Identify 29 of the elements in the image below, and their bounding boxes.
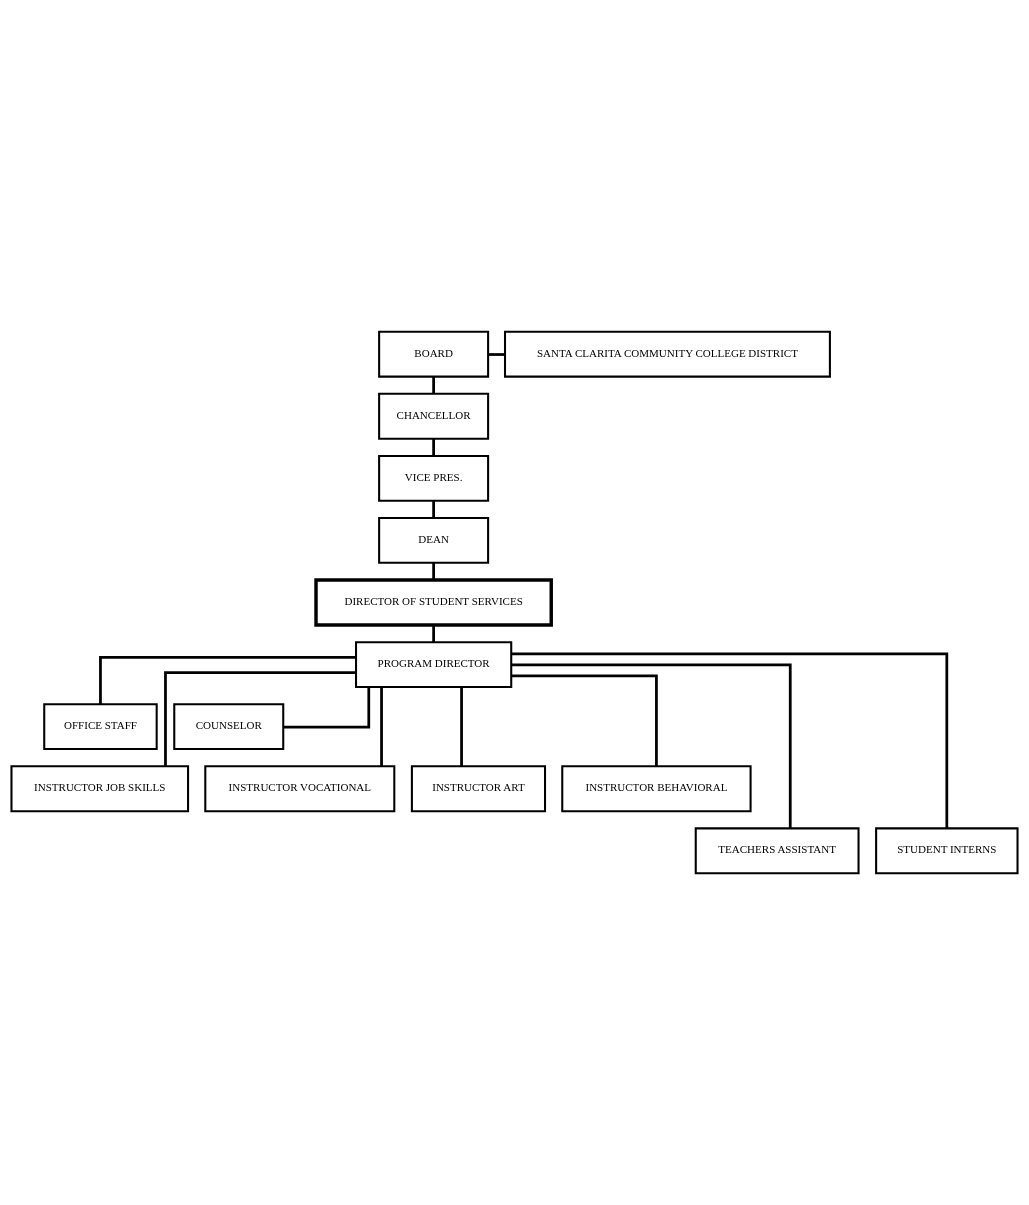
connector: [432, 376, 435, 394]
node-box: INSTRUCTOR VOCATIONAL: [204, 765, 396, 813]
node-box: INSTRUCTOR ART: [410, 765, 547, 813]
connector: [432, 438, 435, 456]
node-box: INSTRUCTOR BEHAVIORAL: [561, 765, 752, 813]
connector: [488, 353, 505, 356]
connector: [99, 655, 356, 705]
node-box: STUDENT INTERNS: [875, 827, 1019, 875]
connector: [283, 687, 371, 729]
connector: [511, 674, 658, 767]
connector: [432, 625, 435, 643]
node-box: SANTA CLARITA COMMUNITY COLLEGE DISTRICT: [504, 330, 831, 378]
connector: [164, 671, 356, 767]
node-box: INSTRUCTOR JOB SKILLS: [10, 765, 190, 813]
node-box: PROGRAM DIRECTOR: [355, 641, 513, 689]
connector: [432, 500, 435, 518]
node-box: TEACHERS ASSISTANT: [694, 827, 860, 875]
connector: [432, 563, 435, 581]
node-box: VICE PRES.: [378, 454, 490, 502]
connector: [511, 663, 792, 829]
node-box: OFFICE STAFF: [43, 703, 158, 751]
node-box: DEAN: [378, 516, 490, 564]
node-box: DIRECTOR OF STUDENT SERVICES: [314, 578, 553, 627]
connector: [380, 687, 383, 767]
node-box: CHANCELLOR: [378, 392, 490, 440]
node-box: COUNSELOR: [173, 703, 285, 751]
node-box: BOARD: [378, 330, 490, 378]
connector: [460, 687, 463, 767]
connector: [511, 652, 949, 829]
